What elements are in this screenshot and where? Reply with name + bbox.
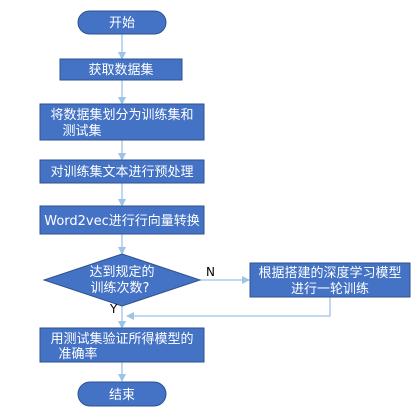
train-label-line2: 进行一轮训练 [291, 282, 369, 297]
decision-node: 达到规定的 训练次数? [42, 253, 202, 307]
branch-no-label: N [206, 265, 215, 279]
preprocess-node: 对训练集文本进行预处理 [39, 159, 205, 184]
arrow-train-loop-back [126, 297, 331, 320]
preprocess-label: 对训练集文本进行预处理 [50, 164, 193, 180]
decision-label-line2: 训练次数? [91, 280, 150, 296]
split-dataset-label-line2: 测试集 [62, 123, 101, 139]
get-dataset-label: 获取数据集 [88, 62, 153, 78]
train-node: 根据搭建的深度学习模型 进行一轮训练 [249, 262, 411, 298]
split-dataset-label-line1: 将数据集划分为训练集和 [50, 107, 193, 123]
split-dataset-node: 将数据集划分为训练集和 测试集 [39, 103, 205, 141]
decision-label-line1: 达到规定的 [89, 264, 154, 280]
start-node: 开始 [77, 10, 167, 35]
get-dataset-node: 获取数据集 [59, 58, 183, 81]
validate-node: 用测试集验证所得模型的 准确率 [39, 327, 205, 363]
branch-yes-label: Y [109, 302, 118, 316]
train-label-line1: 根据搭建的深度学习模型 [258, 265, 401, 281]
validate-label-line1: 用测试集验证所得模型的 [50, 331, 193, 347]
validate-label-line2: 准确率 [58, 346, 97, 362]
start-label: 开始 [109, 16, 135, 31]
word2vec-label: Word2vec进行行向量转换 [44, 213, 200, 229]
end-label: 结束 [109, 388, 135, 403]
connectors [118, 34, 331, 382]
word2vec-node: Word2vec进行行向量转换 [39, 205, 205, 235]
end-node: 结束 [77, 381, 167, 407]
